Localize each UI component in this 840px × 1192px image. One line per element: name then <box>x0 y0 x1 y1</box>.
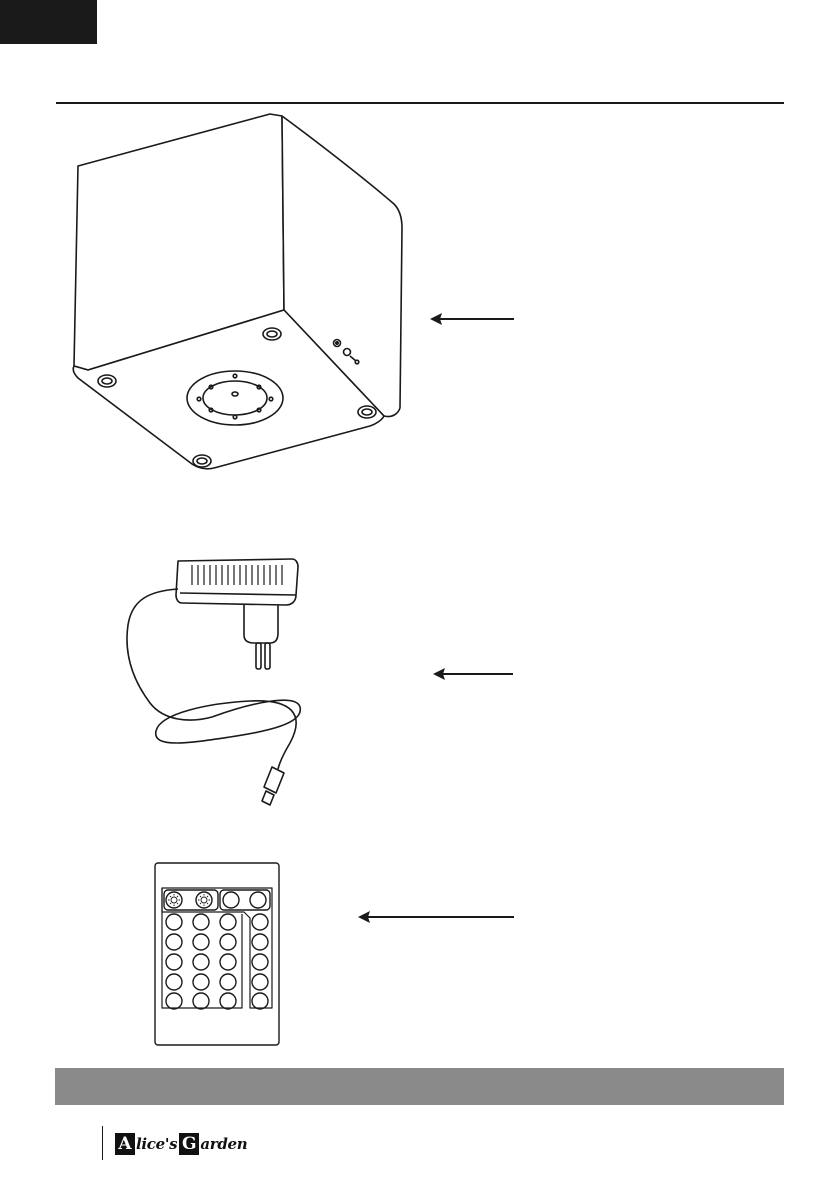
header-rule <box>56 102 784 104</box>
logo-letter-g: G <box>179 1135 199 1153</box>
footer-band <box>55 1068 784 1105</box>
remote-control-pointer-arrow <box>356 909 516 925</box>
logo-letter-a: A <box>115 1135 135 1153</box>
power-adapter-icon <box>120 553 310 815</box>
power-adapter-illustration <box>120 553 310 815</box>
logo-letter-box-a: A <box>115 1133 135 1155</box>
power-adapter-pointer-arrow <box>431 666 515 682</box>
cube-lamp-illustration <box>64 108 410 474</box>
remote-control-icon <box>154 862 280 1046</box>
logo-letter-box-g: G <box>179 1133 199 1155</box>
remote-control-illustration <box>154 862 280 1046</box>
section-tab <box>0 0 97 44</box>
logo-text-garden: arden <box>200 1135 247 1153</box>
footer-divider <box>102 1126 103 1160</box>
cube-lamp-pointer-arrow <box>428 311 516 327</box>
cube-lamp-icon <box>64 108 410 474</box>
alices-garden-logo: A lice's G arden <box>115 1131 249 1157</box>
logo-text-alices: lice's <box>136 1135 177 1153</box>
